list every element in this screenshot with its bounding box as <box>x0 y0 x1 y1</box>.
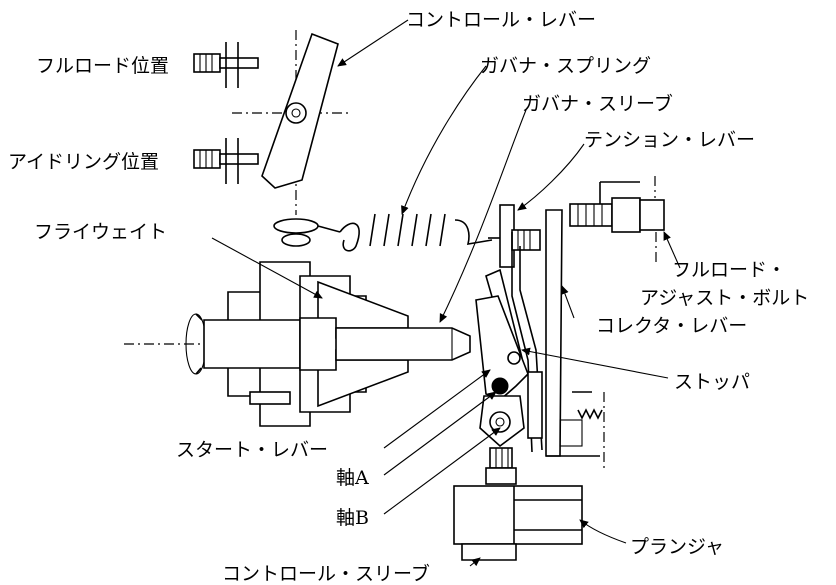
label-full-load-adjust-bolt-2: アジャスト・ボルト <box>640 287 809 309</box>
full-load-stop-bolt <box>193 42 259 88</box>
leader-corrector-lever <box>561 285 575 319</box>
leader-governor-sleeve <box>439 109 527 323</box>
leader-stopper <box>521 347 669 379</box>
leader-lines <box>211 19 681 567</box>
tension-lever <box>488 204 541 268</box>
label-full-load-adjust-bolt-1: フルロード・ <box>672 259 786 281</box>
leader-plunger <box>579 519 627 544</box>
label-governor-sleeve: ガバナ・スリーブ <box>522 92 673 115</box>
label-start-lever: スタート・レバー <box>176 439 328 461</box>
leader-axis-a <box>383 391 497 476</box>
plunger-assembly <box>453 447 583 561</box>
text-labels: コントロール・レバー フルロード位置 ガバナ・スプリング ガバナ・スリーブ テン… <box>8 9 809 585</box>
label-idling-position: アイドリング位置 <box>8 151 159 173</box>
leader-control-sleeve <box>469 557 481 567</box>
leader-governor-spring <box>401 65 487 215</box>
leader-flyweight <box>211 237 323 299</box>
idling-stop-bolt <box>193 138 259 184</box>
leader-start-lever <box>383 369 491 449</box>
label-governor-spring: ガバナ・スプリング <box>480 55 651 77</box>
leader-control-lever <box>337 19 409 67</box>
corrector-lever <box>545 209 605 472</box>
leader-axis-b <box>383 427 501 515</box>
label-flyweight: フライウェイト <box>34 221 167 243</box>
label-tension-lever: テンション・レバー <box>584 129 755 151</box>
axis-a-pivot <box>491 377 509 395</box>
flyweight-assembly <box>124 261 471 427</box>
leader-full-load-adjust-bolt <box>663 231 681 269</box>
governor-spring <box>273 213 493 252</box>
leader-tension-lever <box>517 143 585 211</box>
label-axis-b: 軸B <box>336 507 369 529</box>
label-full-load-position: フルロード位置 <box>36 55 169 77</box>
control-lever-assembly <box>232 30 352 215</box>
label-control-sleeve: コントロール・スリーブ <box>222 562 430 585</box>
label-axis-a: 軸A <box>336 467 369 489</box>
label-plunger: プランジャ <box>630 536 724 558</box>
label-control-lever: コントロール・レバー <box>406 9 596 31</box>
label-corrector-lever: コレクタ・レバー <box>596 315 747 337</box>
full-load-adjust-bolt <box>569 176 665 262</box>
label-stopper: ストッパ <box>674 371 750 393</box>
